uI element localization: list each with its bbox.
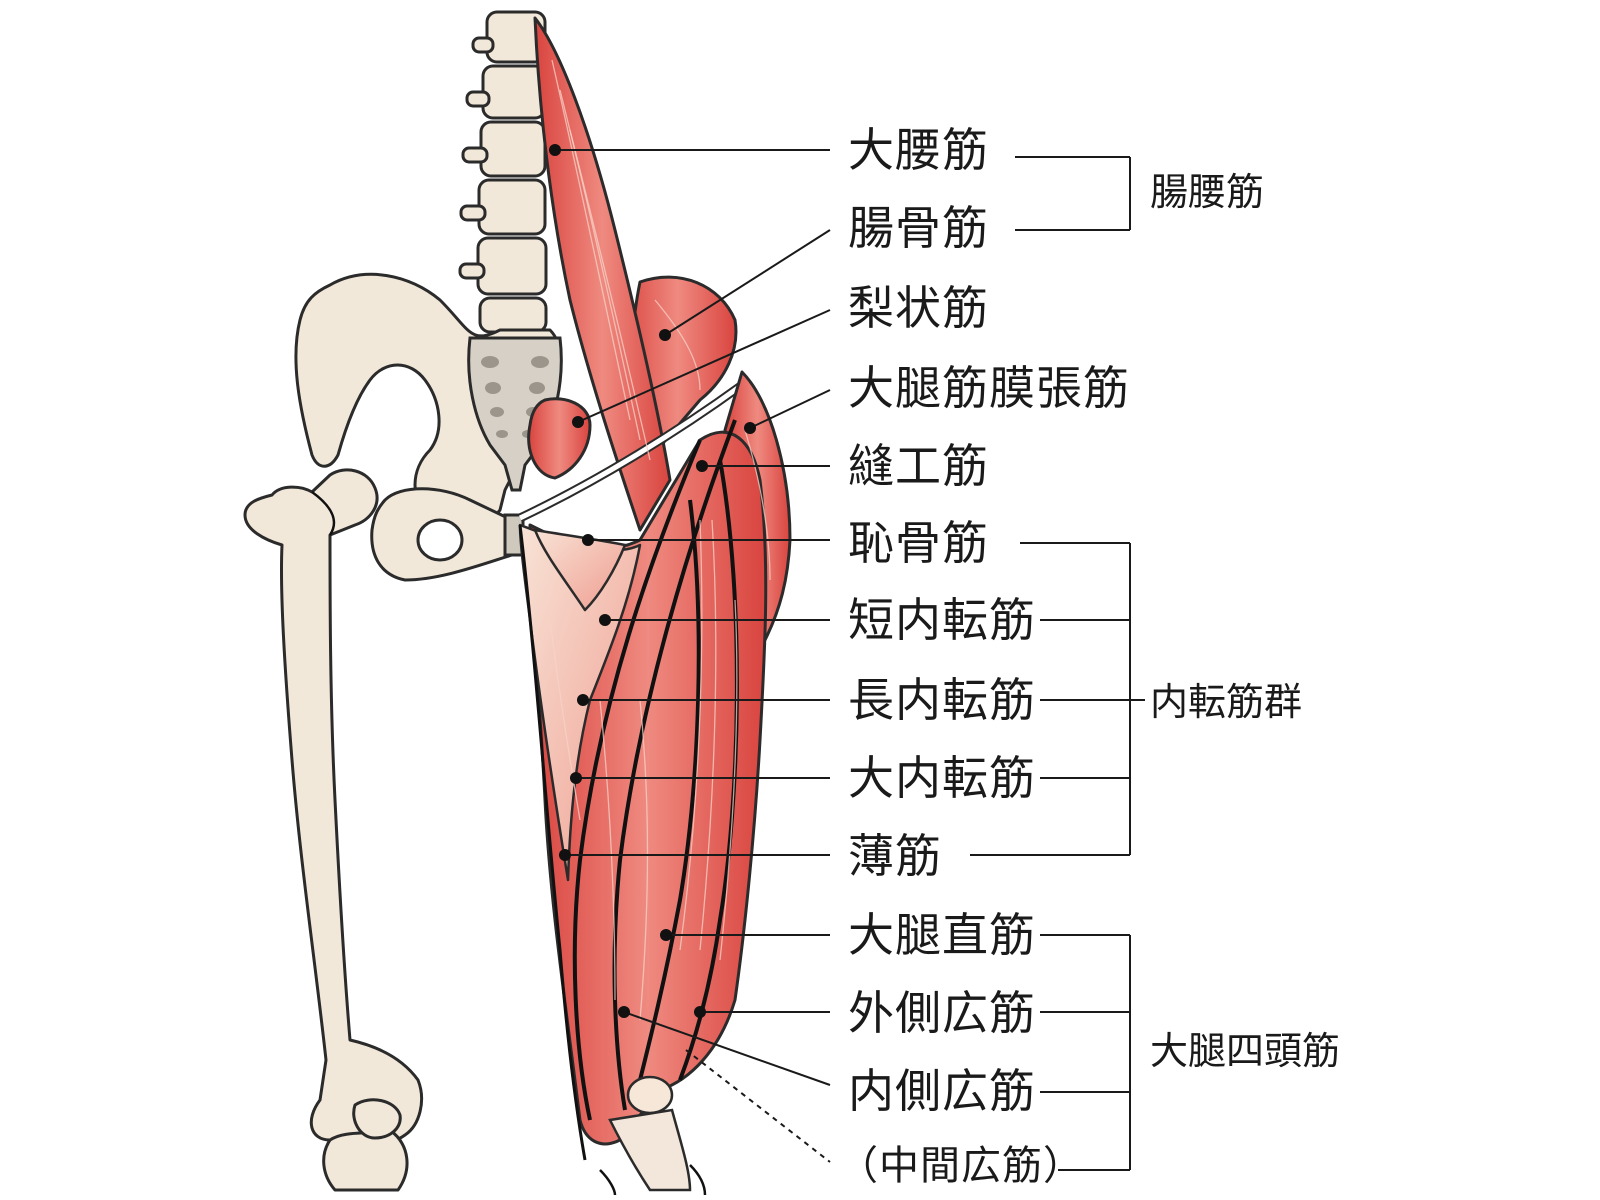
label-adductor-longus: 長内転筋 — [848, 673, 1036, 727]
sacral-foramina — [481, 356, 549, 438]
label-piriformis: 梨状筋 — [848, 281, 989, 335]
group-label-iliopsoas: 腸腰筋 — [1150, 170, 1265, 214]
label-gracilis: 薄筋 — [848, 829, 942, 883]
label-psoas-major: 大腰筋 — [848, 123, 989, 177]
femoral-head-line — [311, 490, 336, 536]
label-tensor-fasciae-latae: 大腿筋膜張筋 — [848, 361, 1130, 415]
femoral-condyle — [352, 1098, 402, 1140]
label-adductor-brevis: 短内転筋 — [848, 593, 1036, 647]
obturator-foramen — [416, 518, 464, 562]
sacrum — [467, 336, 563, 492]
sartorius-muscle — [572, 439, 702, 1121]
femur — [243, 468, 424, 1145]
muscle-fibers — [549, 59, 771, 1021]
gracilis-line — [518, 524, 587, 1161]
label-iliacus: 腸骨筋 — [848, 201, 989, 255]
lumbar-spine — [458, 10, 548, 334]
leader-lines — [555, 149, 831, 1163]
patella-joint — [322, 1128, 409, 1192]
label-sartorius: 縫工筋 — [848, 439, 989, 493]
patella — [626, 1075, 674, 1115]
patellar-tendon — [608, 1108, 692, 1192]
label-vastus-intermedius: （中間広筋） — [838, 1143, 1084, 1189]
label-vastus-lateralis: 外側広筋 — [848, 986, 1036, 1040]
label-adductor-magnus: 大内転筋 — [848, 751, 1036, 805]
label-vastus-medialis: 内側広筋 — [848, 1064, 1036, 1118]
skeleton — [243, 10, 563, 1192]
pectineus-muscle — [533, 528, 627, 612]
label-pectineus: 恥骨筋 — [848, 516, 989, 570]
muscles — [518, 16, 792, 1196]
group-label-adductors: 内転筋群 — [1150, 680, 1303, 724]
group-label-quadriceps: 大腿四頭筋 — [1150, 1029, 1341, 1073]
leader-dots — [549, 144, 756, 1018]
label-rectus-femoris: 大腿直筋 — [848, 908, 1036, 962]
group-brackets — [970, 156, 1145, 1171]
piriformis-muscle — [527, 397, 592, 480]
